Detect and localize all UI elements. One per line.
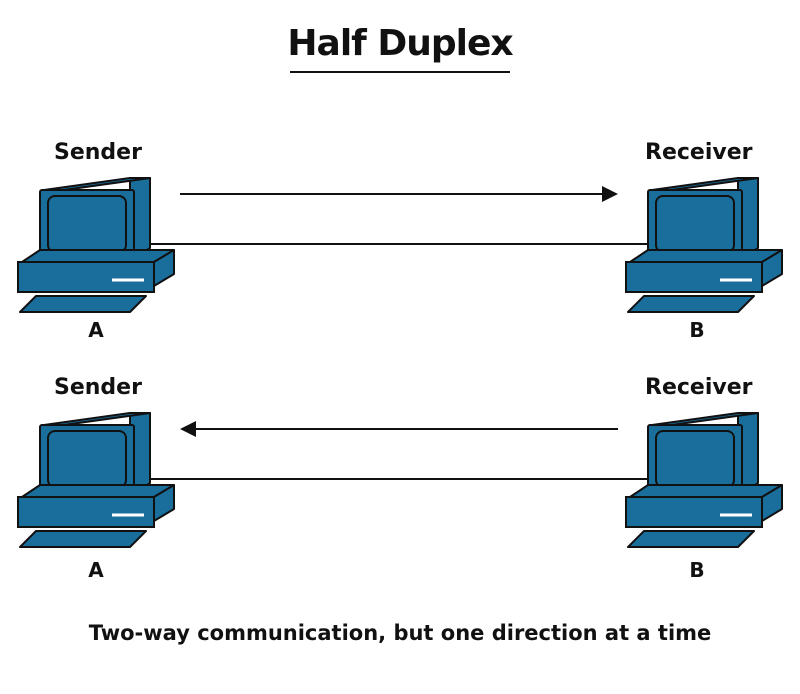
row1-computer-b-icon xyxy=(624,176,784,314)
row2-node-a-label: A xyxy=(88,558,104,582)
row1-node-a-label: A xyxy=(88,318,104,342)
title-underline xyxy=(290,71,510,73)
row1-node-b-label: B xyxy=(689,318,705,342)
row2-arrowhead-left-icon xyxy=(180,421,196,437)
row1-receiver-label: Receiver xyxy=(645,140,753,165)
row2-receiver-label: Receiver xyxy=(645,375,753,400)
row1-arrowhead-right-icon xyxy=(602,186,618,202)
diagram-caption: Two-way communication, but one direction… xyxy=(88,621,712,645)
row2-sender-label: Sender xyxy=(54,375,142,400)
row2-computer-b-icon xyxy=(624,411,784,549)
diagram-title: Half Duplex xyxy=(287,23,513,64)
row2-node-b-label: B xyxy=(689,558,705,582)
row1-sender-label: Sender xyxy=(54,140,142,165)
